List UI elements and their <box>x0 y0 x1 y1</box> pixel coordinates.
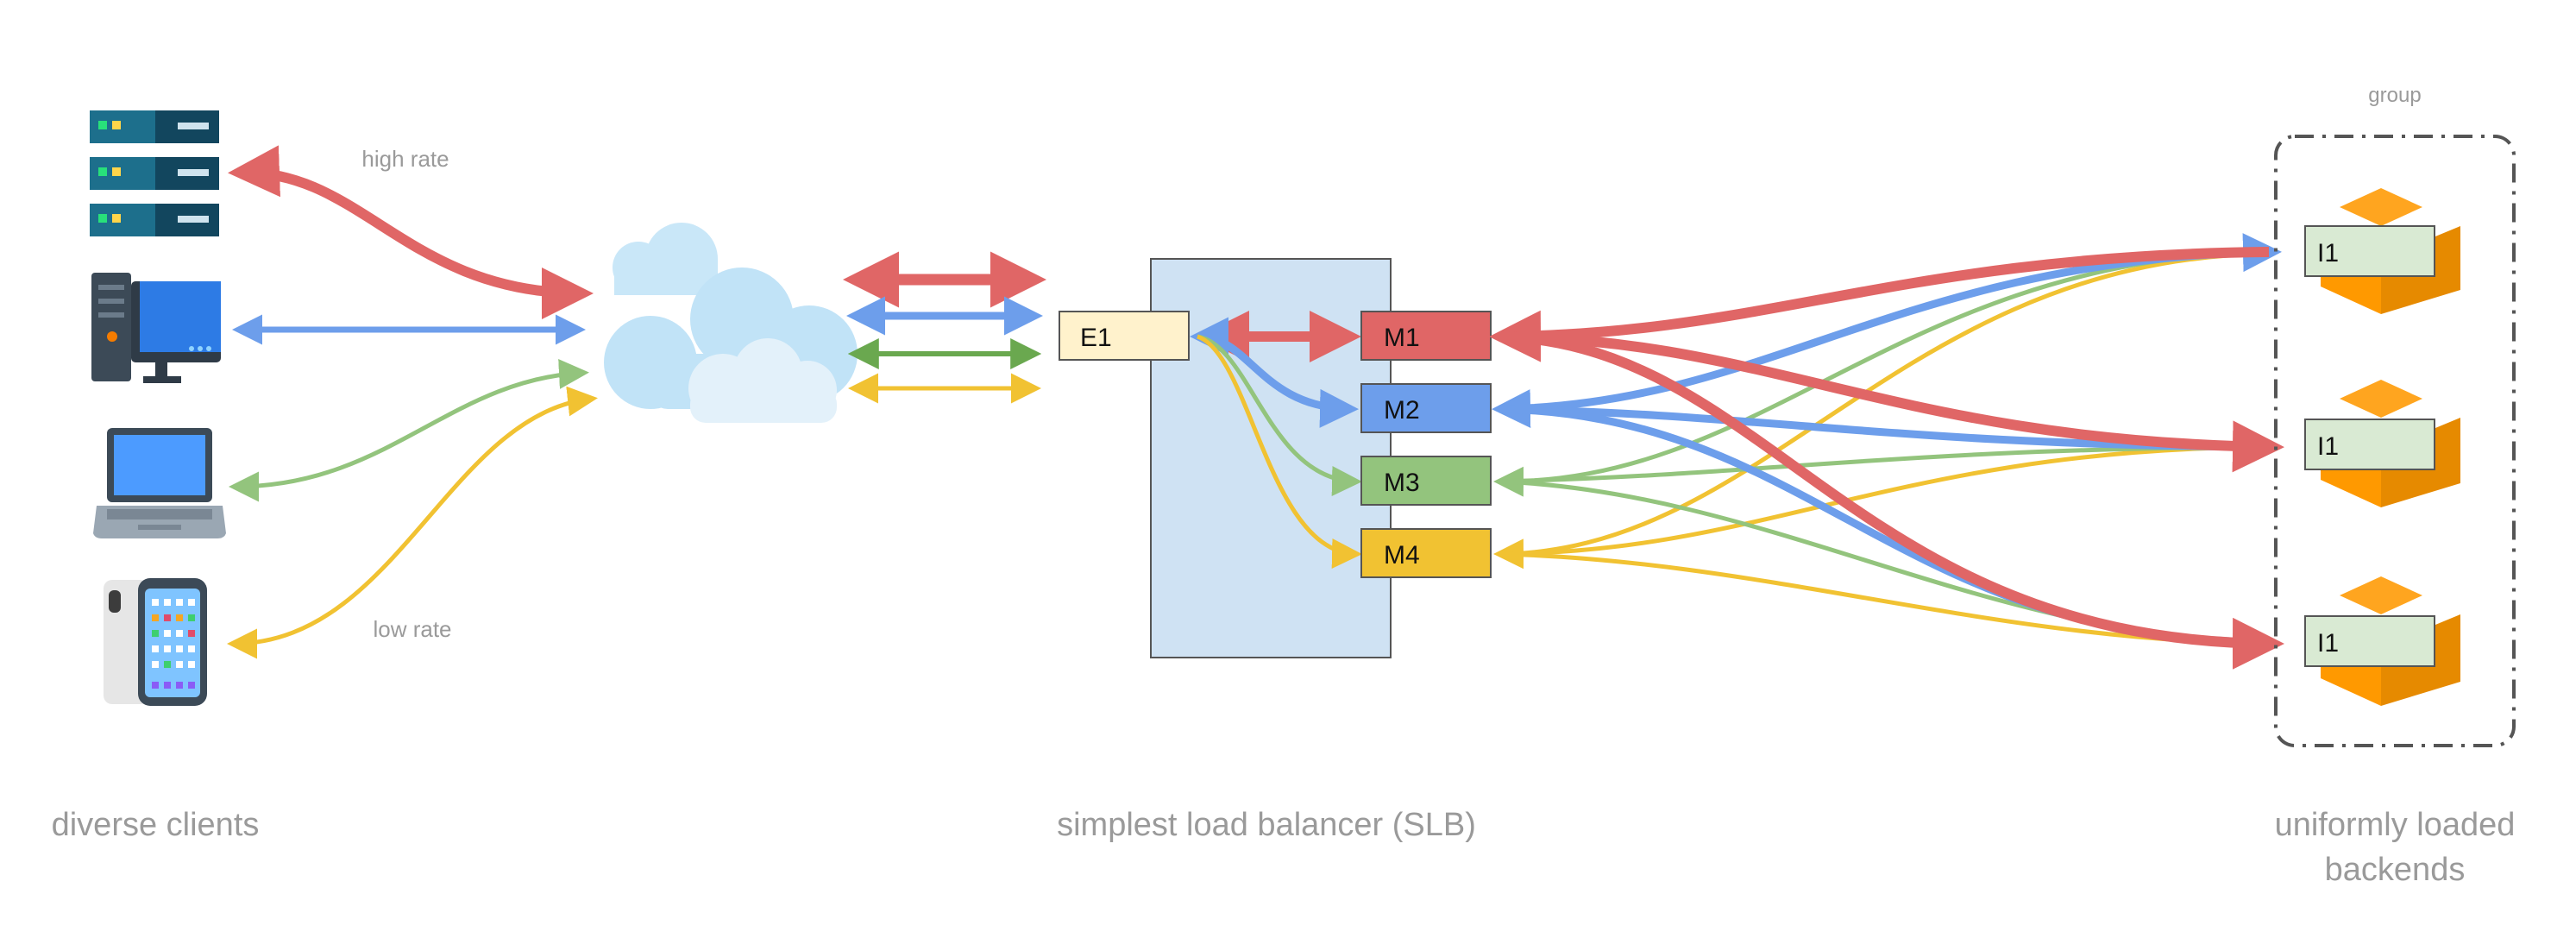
backends-caption-line1: uniformly loaded <box>2275 807 2516 843</box>
entry-node-label: E1 <box>1080 324 1112 352</box>
backend-node-2 <box>2304 419 2435 470</box>
m3-node-label: M3 <box>1384 469 1420 497</box>
m1-backend3-arrow <box>1498 331 2284 670</box>
low-rate-label: low rate <box>373 616 451 642</box>
m3-backend2-arrow <box>1498 444 2270 484</box>
desktop-computer-icon <box>91 273 221 383</box>
client-arrow-high-rate <box>228 145 594 319</box>
group-label: group <box>2368 84 2421 107</box>
backend-node-1 <box>2304 225 2435 277</box>
backend-node-3 <box>2304 615 2435 667</box>
diverse-clients-caption: diverse clients <box>52 807 260 843</box>
m3-node <box>1360 456 1492 506</box>
m4-node <box>1360 528 1492 578</box>
m1-node-label: M1 <box>1384 324 1420 352</box>
e1-m3-arrow <box>1197 334 1362 496</box>
m4-node-label: M4 <box>1384 541 1420 570</box>
backends-caption-line2: backends <box>2325 852 2466 888</box>
backend-node-1-label: I1 <box>2317 239 2339 268</box>
client-arrow-low-rate <box>227 386 598 659</box>
laptop-icon <box>93 428 226 538</box>
m1-backend2-arrow <box>1498 331 2284 473</box>
m2-node-label: M2 <box>1384 396 1420 425</box>
smartphone-icon <box>104 578 207 706</box>
backend-node-3-label: I1 <box>2317 629 2339 658</box>
entry-node <box>1059 311 1190 361</box>
e1-m4-arrow <box>1197 334 1362 569</box>
server-rack-icon <box>90 110 219 236</box>
m2-backend2-arrow <box>1498 405 2270 451</box>
cloud-icon <box>604 223 858 423</box>
m2-node <box>1360 383 1492 433</box>
m2-backend1-arrow <box>1492 233 2282 429</box>
m1-node <box>1360 311 1492 361</box>
slb-caption: simplest load balancer (SLB) <box>1057 807 1476 843</box>
e1-m2-arrow <box>1190 317 1359 428</box>
backend-node-2-label: I1 <box>2317 432 2339 461</box>
client-arrow-laptop <box>229 358 589 502</box>
backend-group-frame <box>2274 135 2516 747</box>
m1-backend1-arrow <box>1489 247 2270 362</box>
high-rate-label: high rate <box>361 146 449 172</box>
